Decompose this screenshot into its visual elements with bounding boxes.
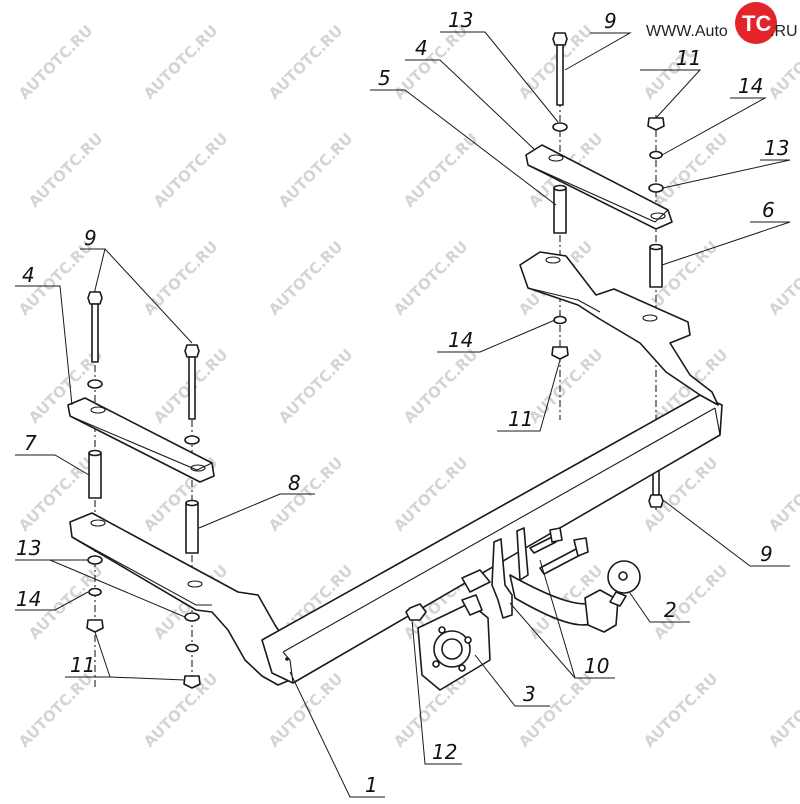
plate-4-left: [67, 397, 215, 483]
logo-suffix: .RU: [770, 23, 798, 40]
spacer-8: [185, 499, 199, 554]
watermark: AUTOTC.RU: [275, 346, 356, 427]
callout-4: 4: [22, 263, 35, 287]
callout-4: 4: [415, 36, 428, 60]
nut-12: [405, 603, 427, 621]
watermark-layer: AUTOTC.RU AUTOTC.RU AUTOTC.RU AUTOTC.RU AUTO…: [15, 22, 800, 751]
bolts-10: [529, 527, 589, 575]
watermark: AUTOTC.RU: [265, 22, 346, 103]
watermark: AUTOTC.RU: [390, 238, 471, 319]
callout-9: 9: [604, 9, 617, 33]
callout-9: 9: [84, 226, 97, 250]
logo-circle: [735, 2, 777, 44]
callout-9: 9: [760, 542, 773, 566]
callout-2: 2: [664, 598, 677, 622]
logo-brand-left: Auto: [695, 23, 728, 40]
callout-10: 10: [584, 654, 609, 678]
callout-12: 12: [432, 740, 457, 764]
towbar-frame-1: [69, 251, 723, 686]
right-fastener-stack: [525, 32, 673, 508]
lock-washer-14: [553, 315, 567, 325]
watermark: AUTOTC.RU: [390, 22, 471, 103]
spacer-7: [88, 449, 102, 499]
watermark: AUTOTC.RU: [15, 670, 96, 751]
watermark: AUTOTC.RU: [400, 346, 481, 427]
callout-13: 13: [764, 136, 789, 160]
callout-14: 14: [16, 587, 41, 611]
washer-13: [184, 435, 200, 445]
watermark: AUTOTC.RU: [25, 130, 106, 211]
watermark: AUTOTC.RU: [650, 562, 731, 643]
washer-13: [87, 555, 103, 565]
spacer-5: [553, 184, 567, 234]
plate-4-right: [525, 144, 673, 230]
nut-11: [647, 117, 665, 131]
callout-5: 5: [378, 66, 391, 90]
watermark: AUTOTC.RU: [140, 238, 221, 319]
nut-11: [86, 619, 104, 633]
logo-mark: TC: [742, 11, 771, 36]
site-logo: WWW.Auto TC .RU: [640, 2, 798, 50]
lock-washer-14: [88, 587, 102, 597]
watermark: AUTOTC.RU: [390, 454, 471, 535]
watermark: AUTOTC.RU: [650, 130, 731, 211]
nut-11: [183, 675, 201, 689]
lock-washer-14: [185, 643, 199, 653]
washer-13: [87, 379, 103, 389]
logo-prefix: WWW.: [646, 23, 695, 40]
ball-mount-2: [509, 560, 641, 633]
callout-13: 13: [448, 8, 473, 32]
callout-1: 1: [365, 773, 378, 797]
washer-13: [184, 612, 200, 622]
watermark: AUTOTC.RU: [765, 670, 800, 751]
watermark: AUTOTC.RU: [140, 22, 221, 103]
nut-11: [551, 346, 569, 360]
watermark: AUTOTC.RU: [15, 22, 96, 103]
watermark: AUTOTC.RU: [265, 238, 346, 319]
bolt-9-left-front: [87, 291, 103, 363]
leader-lines: [15, 31, 791, 798]
socket-plate-3: [417, 527, 529, 691]
svg-text:WWW.Auto: WWW.Auto: [646, 23, 728, 40]
callout-11: 11: [508, 407, 533, 431]
callout-14: 14: [738, 74, 763, 98]
callout-13: 13: [16, 536, 41, 560]
washer-13: [648, 183, 664, 193]
left-fastener-stack: [67, 291, 215, 689]
watermark: AUTOTC.RU: [150, 130, 231, 211]
watermark: AUTOTC.RU: [525, 346, 606, 427]
watermark: AUTOTC.RU: [765, 238, 800, 319]
bolt-9-right-top: [552, 32, 568, 106]
callout-8: 8: [288, 471, 301, 495]
spacer-6: [649, 243, 663, 288]
callout-3: 3: [523, 682, 536, 706]
watermark: AUTOTC.RU: [275, 130, 356, 211]
bolt-9-left-rear: [184, 344, 200, 420]
callout-6: 6: [762, 198, 775, 222]
lock-washer-14: [649, 150, 663, 160]
watermark: AUTOTC.RU: [765, 454, 800, 535]
washer-13: [552, 122, 568, 132]
callout-14: 14: [448, 328, 473, 352]
callout-labels: 9 4 7 8 13 14 11 13 9 4 5 11 14 13 6 14 …: [16, 8, 789, 797]
callout-11: 11: [70, 653, 95, 677]
watermark: AUTOTC.RU: [400, 130, 481, 211]
watermark: AUTOTC.RU: [640, 670, 721, 751]
callout-7: 7: [24, 431, 37, 455]
watermark: AUTOTC.RU: [140, 670, 221, 751]
